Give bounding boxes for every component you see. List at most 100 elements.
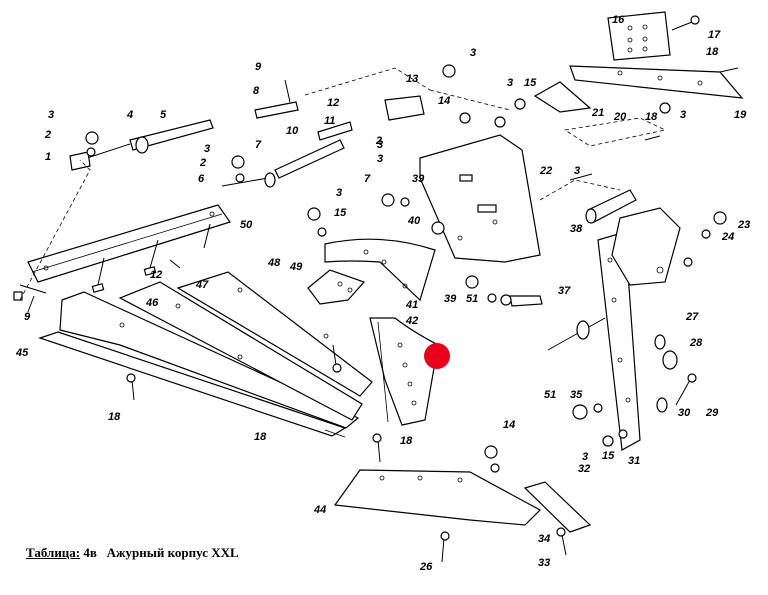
label-23: 23 bbox=[737, 219, 750, 231]
label-42: 42 bbox=[405, 315, 418, 327]
label-51b: 51 bbox=[544, 389, 556, 401]
label-6: 6 bbox=[198, 173, 205, 185]
label-16: 16 bbox=[612, 14, 625, 26]
label-51: 51 bbox=[466, 293, 478, 305]
label-10: 10 bbox=[286, 125, 299, 137]
red-marker-dot bbox=[424, 343, 450, 369]
label-1: 1 bbox=[45, 151, 51, 163]
blade-47 bbox=[118, 281, 363, 421]
label-24: 24 bbox=[721, 231, 734, 243]
label-15c: 15 bbox=[602, 450, 615, 462]
label-9: 9 bbox=[255, 61, 262, 73]
label-49: 49 bbox=[289, 261, 303, 273]
turnbuckle-mid bbox=[221, 139, 345, 188]
label-50: 50 bbox=[240, 219, 253, 231]
label-14: 14 bbox=[438, 95, 450, 107]
bolt-38 bbox=[585, 189, 637, 224]
caption-table-number: 4в bbox=[83, 545, 97, 560]
label-41: 41 bbox=[405, 299, 418, 311]
bar-19 bbox=[569, 65, 744, 99]
label-26: 26 bbox=[419, 561, 433, 573]
label-2b: 2 bbox=[375, 135, 382, 147]
label-37: 37 bbox=[558, 285, 571, 297]
label-27: 27 bbox=[685, 311, 699, 323]
bracket-21 bbox=[533, 81, 592, 113]
label-40: 40 bbox=[407, 215, 421, 227]
link-11 bbox=[317, 121, 353, 141]
bracket-13 bbox=[384, 95, 425, 121]
label-9b: 9 bbox=[24, 311, 31, 323]
label-31: 31 bbox=[628, 455, 640, 467]
label-3i: 3 bbox=[574, 165, 580, 177]
share-44 bbox=[333, 469, 541, 526]
label-3h: 3 bbox=[680, 109, 686, 121]
label-3b: 3 bbox=[470, 47, 476, 59]
label-2c: 2 bbox=[199, 157, 206, 169]
blade-48 bbox=[175, 271, 373, 397]
label-47: 47 bbox=[195, 279, 209, 291]
label-3c: 3 bbox=[507, 77, 513, 89]
point-32 bbox=[523, 481, 592, 533]
label-3d: 3 bbox=[377, 139, 383, 151]
label-18: 18 bbox=[706, 46, 719, 58]
turnbuckle-top bbox=[69, 119, 214, 171]
fasteners bbox=[27, 15, 739, 563]
label-29: 29 bbox=[705, 407, 719, 419]
label-35: 35 bbox=[570, 389, 583, 401]
label-7: 7 bbox=[255, 139, 262, 151]
strut-plate bbox=[611, 207, 681, 286]
label-46: 46 bbox=[145, 297, 159, 309]
label-33: 33 bbox=[538, 557, 550, 569]
label-44: 44 bbox=[313, 504, 326, 516]
label-18e: 18 bbox=[400, 435, 413, 447]
label-12b: 12 bbox=[150, 269, 162, 281]
label-3j: 3 bbox=[582, 451, 588, 463]
label-11: 11 bbox=[324, 115, 335, 127]
label-18b: 18 bbox=[645, 111, 658, 123]
label-21: 21 bbox=[591, 107, 604, 119]
mouldboard-42 bbox=[369, 317, 439, 426]
arm-37 bbox=[500, 294, 543, 307]
label-2: 2 bbox=[44, 129, 51, 141]
label-3f: 3 bbox=[204, 143, 210, 155]
label-32: 32 bbox=[578, 463, 590, 475]
blade-46 bbox=[59, 291, 360, 429]
label-14b: 14 bbox=[503, 419, 515, 431]
label-48: 48 bbox=[267, 257, 281, 269]
landside-22 bbox=[419, 134, 541, 263]
label-28: 28 bbox=[689, 337, 703, 349]
label-15: 15 bbox=[524, 77, 537, 89]
label-17: 17 bbox=[708, 29, 721, 41]
table-caption: Таблица: 4в Ажурный корпус XXL bbox=[26, 545, 239, 561]
label-13: 13 bbox=[406, 73, 418, 85]
leader-lines bbox=[19, 67, 621, 438]
long-bolt-right bbox=[547, 317, 606, 351]
label-19: 19 bbox=[734, 109, 747, 121]
label-39: 39 bbox=[412, 173, 425, 185]
caption-prefix: Таблица: bbox=[26, 545, 81, 560]
label-8: 8 bbox=[253, 85, 260, 97]
label-7b: 7 bbox=[364, 173, 371, 185]
label-3g: 3 bbox=[336, 187, 342, 199]
label-30: 30 bbox=[678, 407, 691, 419]
label-34: 34 bbox=[538, 533, 550, 545]
label-12: 12 bbox=[327, 97, 339, 109]
label-18c: 18 bbox=[108, 411, 121, 423]
frame-beam-50 bbox=[13, 204, 231, 301]
label-3: 3 bbox=[48, 109, 54, 121]
part-labels: 1 2 3 4 5 6 7 8 9 9 10 11 12 12 13 14 14… bbox=[15, 14, 750, 573]
label-3e: 3 bbox=[377, 153, 383, 165]
label-18d: 18 bbox=[254, 431, 267, 443]
label-22: 22 bbox=[539, 165, 552, 177]
bar-20 bbox=[563, 117, 667, 147]
caption-title: Ажурный корпус XXL bbox=[106, 545, 239, 560]
mounting-plate-16 bbox=[607, 11, 671, 61]
label-38: 38 bbox=[570, 223, 583, 235]
plate-49 bbox=[307, 269, 366, 305]
label-20: 20 bbox=[613, 111, 627, 123]
label-45: 45 bbox=[15, 347, 29, 359]
label-4: 4 bbox=[126, 109, 133, 121]
mouldboard-41 bbox=[324, 238, 436, 302]
label-39b: 39 bbox=[444, 293, 457, 305]
